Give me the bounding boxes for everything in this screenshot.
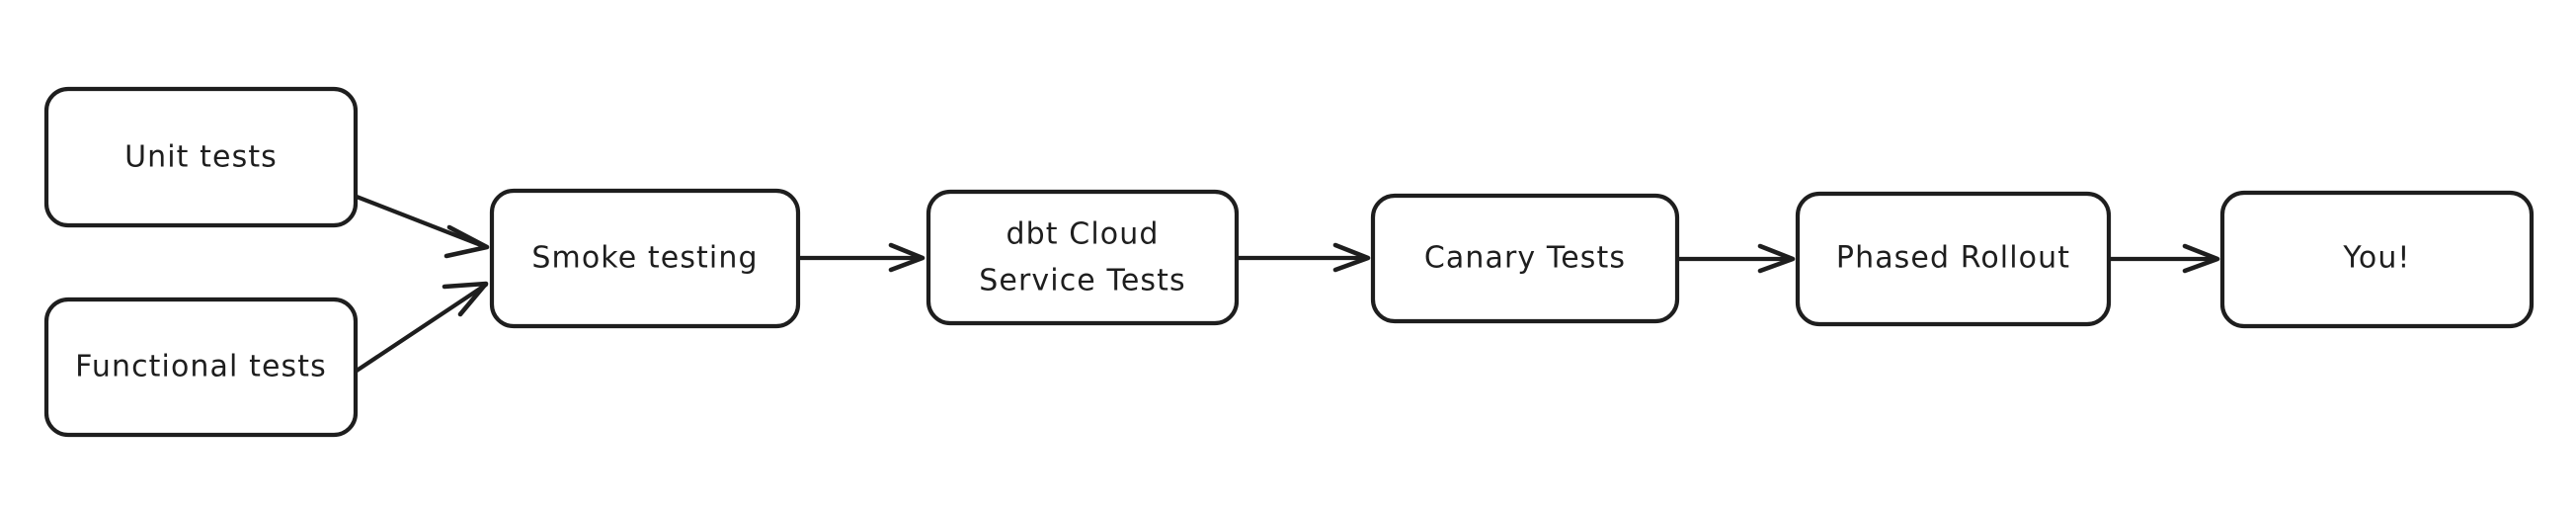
node-canary-tests-shape[interactable] [1370, 193, 1680, 324]
node-dbt-cloud-service-tests-label-line2: Service Tests [979, 264, 1185, 298]
node-functional-tests-label: Functional tests [75, 350, 327, 384]
node-phased-rollout-shape[interactable] [1795, 191, 2112, 327]
edge-smoke-to-dbt [797, 242, 926, 273]
node-smoke-testing[interactable]: Smoke testing [489, 188, 801, 329]
node-unit-tests-label: Unit tests [124, 140, 278, 175]
node-you[interactable]: You! [2219, 190, 2535, 329]
edge-phased-to-you [2108, 243, 2220, 274]
node-smoke-testing-label: Smoke testing [531, 241, 758, 276]
node-functional-tests-shape[interactable] [43, 297, 359, 438]
edge-dbt-to-canary [1236, 242, 1371, 273]
node-canary-tests-label: Canary Tests [1424, 241, 1626, 276]
node-you-label: You! [2342, 241, 2410, 276]
node-smoke-testing-shape[interactable] [489, 188, 801, 329]
edge-functional-to-smoke [354, 281, 489, 374]
node-unit-tests-shape[interactable] [43, 86, 359, 228]
node-dbt-cloud-service-tests-shape[interactable] [926, 189, 1240, 326]
node-phased-rollout-label: Phased Rollout [1836, 241, 2070, 276]
edge-canary-to-phased [1676, 243, 1796, 274]
node-phased-rollout[interactable]: Phased Rollout [1795, 191, 2112, 327]
node-dbt-cloud-service-tests[interactable]: dbt Cloud Service Tests [926, 189, 1240, 326]
node-dbt-cloud-service-tests-label-line1: dbt Cloud [1006, 217, 1160, 252]
node-unit-tests[interactable]: Unit tests [43, 86, 359, 228]
node-functional-tests[interactable]: Functional tests [43, 297, 359, 438]
node-canary-tests[interactable]: Canary Tests [1370, 193, 1680, 324]
node-you-shape[interactable] [2219, 190, 2535, 329]
edge-unit-to-smoke [354, 194, 490, 259]
